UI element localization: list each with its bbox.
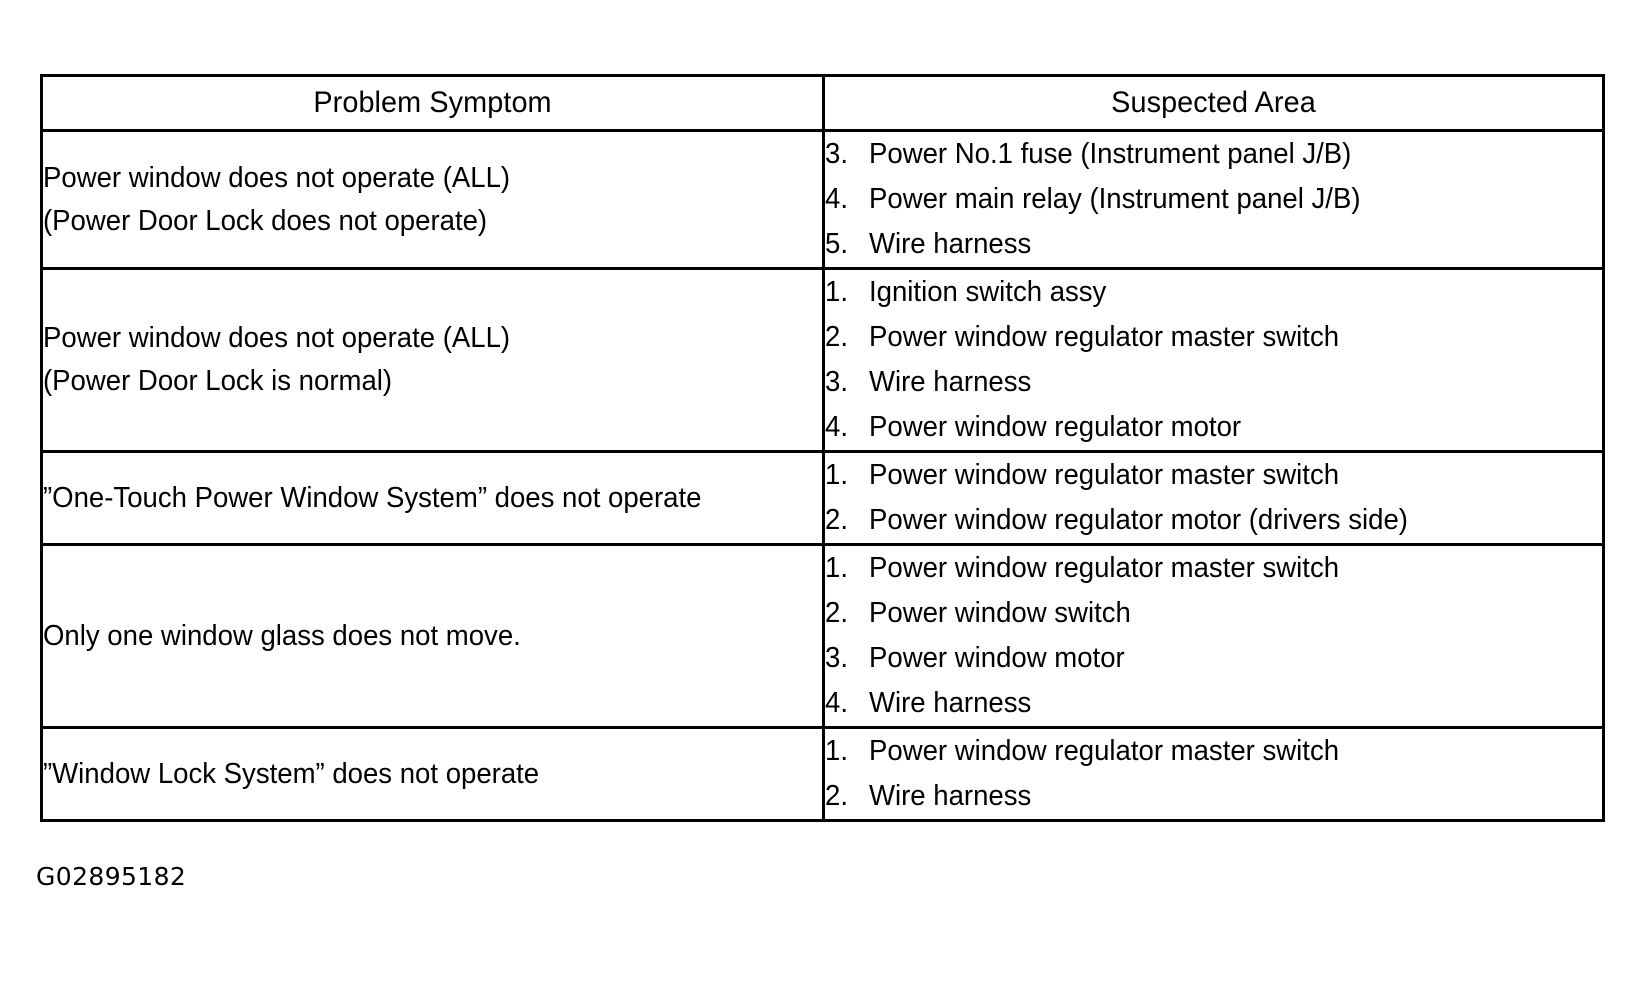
list-item-number: 1.	[825, 552, 848, 584]
problem-symptoms-table: Problem Symptom Suspected Area Power win…	[40, 74, 1605, 822]
list-item-label: Ignition switch assy	[869, 276, 1107, 308]
list-item: 1. Power window regulator master switch	[825, 453, 1602, 498]
list-item: 3. Wire harness	[825, 360, 1602, 405]
list-item: 3. Power No.1 fuse (Instrument panel J/B…	[825, 132, 1602, 177]
list-item-label: Wire harness	[869, 780, 1032, 812]
list-item-label: Power window regulator master switch	[869, 321, 1340, 353]
symptom-line: (Power Door Lock is normal)	[43, 365, 393, 397]
list-item: 1. Power window regulator master switch	[825, 729, 1602, 774]
table-row: Power window does not operate (ALL) (Pow…	[40, 267, 1605, 453]
list-item-number: 2.	[825, 321, 848, 353]
symptom-line: Only one window glass does not move.	[43, 619, 521, 652]
figure-id-caption: G02895182	[36, 862, 187, 891]
list-item-label: Power window motor	[869, 642, 1125, 674]
list-item-label: Power window regulator master switch	[869, 735, 1340, 767]
list-item-number: 4.	[825, 411, 848, 443]
list-item-number: 3.	[825, 138, 848, 170]
list-item-number: 1.	[825, 459, 848, 491]
list-item: 2. Power window regulator master switch	[825, 315, 1602, 360]
symptom-cell: ”Window Lock System” does not operate	[40, 726, 825, 822]
symptom-line: Power window does not operate (ALL)	[43, 161, 511, 194]
suspected-area-list: 1. Power window regulator master switch …	[825, 729, 1602, 819]
suspected-area-cell: 1. Power window regulator master switch …	[822, 726, 1605, 822]
column-header-problem-symptom-label: Problem Symptom	[313, 86, 552, 119]
table-row: ”Window Lock System” does not operate 1.…	[40, 726, 1605, 822]
list-item-label: Power No.1 fuse (Instrument panel J/B)	[869, 138, 1352, 170]
suspected-area-cell: 1. Ignition switch assy 2. Power window …	[822, 267, 1605, 453]
list-item: 4. Power main relay (Instrument panel J/…	[825, 177, 1602, 222]
list-item: 1. Ignition switch assy	[825, 270, 1602, 315]
column-header-suspected-area-label: Suspected Area	[1111, 86, 1316, 119]
list-item-label: Wire harness	[869, 687, 1032, 719]
list-item-label: Power main relay (Instrument panel J/B)	[869, 183, 1361, 215]
column-header-suspected-area: Suspected Area	[822, 74, 1605, 132]
table-header-row: Problem Symptom Suspected Area	[40, 74, 1605, 132]
list-item-number: 4.	[825, 687, 848, 719]
suspected-area-list: 1. Ignition switch assy 2. Power window …	[825, 270, 1602, 450]
list-item-number: 1.	[825, 276, 848, 308]
list-item-number: 3.	[825, 642, 848, 674]
column-header-problem-symptom: Problem Symptom	[40, 74, 825, 132]
list-item-number: 4.	[825, 183, 848, 215]
list-item-number: 5.	[825, 228, 848, 260]
list-item: 2. Power window switch	[825, 591, 1602, 636]
symptom-cell: Power window does not operate (ALL) (Pow…	[40, 129, 825, 270]
list-item: 3. Power window motor	[825, 636, 1602, 681]
list-item-label: Power window switch	[869, 597, 1131, 629]
table-row: Power window does not operate (ALL) (Pow…	[40, 129, 1605, 270]
list-item-label: Power window regulator motor (drivers si…	[869, 504, 1408, 536]
list-item-label: Wire harness	[869, 228, 1032, 260]
list-item: 1. Power window regulator master switch	[825, 546, 1602, 591]
list-item: 2. Power window regulator motor (drivers…	[825, 498, 1602, 543]
list-item-number: 3.	[825, 366, 848, 398]
list-item-number: 2.	[825, 780, 848, 812]
symptom-line: (Power Door Lock does not operate)	[43, 204, 488, 237]
symptom-line: Power window does not operate (ALL)	[43, 322, 511, 354]
symptom-cell: Power window does not operate (ALL) (Pow…	[40, 267, 825, 453]
table-body: Power window does not operate (ALL) (Pow…	[40, 129, 1605, 822]
list-item-label: Power window regulator master switch	[869, 459, 1340, 491]
suspected-area-cell: 1. Power window regulator master switch …	[822, 450, 1605, 546]
list-item-number: 2.	[825, 504, 848, 536]
list-item-number: 1.	[825, 735, 848, 767]
list-item: 2. Wire harness	[825, 774, 1602, 819]
symptom-line: ”One-Touch Power Window System” does not…	[43, 481, 702, 514]
list-item: 4. Power window regulator motor	[825, 405, 1602, 450]
list-item-number: 2.	[825, 597, 848, 629]
table-row: ”One-Touch Power Window System” does not…	[40, 450, 1605, 546]
list-item: 5. Wire harness	[825, 222, 1602, 267]
list-item-label: Power window regulator motor	[869, 411, 1242, 443]
list-item: 4. Wire harness	[825, 681, 1602, 726]
suspected-area-list: 1. Power window regulator master switch …	[825, 453, 1602, 543]
symptom-cell: Only one window glass does not move.	[40, 543, 825, 729]
list-item-label: Wire harness	[869, 366, 1032, 398]
suspected-area-cell: 3. Power No.1 fuse (Instrument panel J/B…	[822, 129, 1605, 270]
table-header: Problem Symptom Suspected Area	[40, 74, 1605, 132]
suspected-area-cell: 1. Power window regulator master switch …	[822, 543, 1605, 729]
symptom-line: ”Window Lock System” does not operate	[43, 757, 540, 790]
list-item-label: Power window regulator master switch	[869, 552, 1340, 584]
suspected-area-list: 1. Power window regulator master switch …	[825, 546, 1602, 726]
table-row: Only one window glass does not move. 1. …	[40, 543, 1605, 729]
symptom-cell: ”One-Touch Power Window System” does not…	[40, 450, 825, 546]
suspected-area-list: 3. Power No.1 fuse (Instrument panel J/B…	[825, 132, 1602, 267]
